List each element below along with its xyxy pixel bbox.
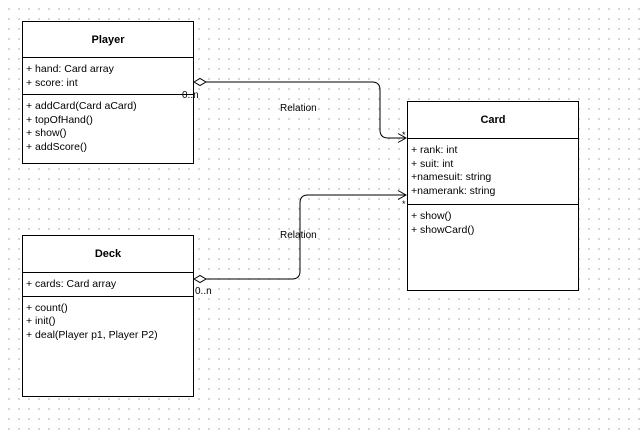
arrowhead-deck-card: [397, 190, 408, 200]
attribute: +namerank: string: [411, 184, 496, 197]
class-title: Card: [408, 102, 578, 139]
aggregation-diamond-deck: [193, 274, 207, 284]
method: + showCard(): [411, 223, 475, 236]
method: + init(): [26, 315, 56, 327]
class-title: Player: [23, 22, 193, 58]
relation-deck-card-line[interactable]: [206, 194, 405, 280]
attributes-section: + cards: Card array: [23, 273, 193, 297]
arrowhead-player-card: [397, 133, 408, 143]
method: + deal(Player p1, Player P2): [26, 328, 158, 341]
attribute: + score: int: [26, 76, 78, 89]
attribute: +namesuit: string: [411, 171, 492, 183]
method: + count(): [26, 301, 68, 314]
methods-section: + count() + init() + deal(Player p1, Pla…: [23, 297, 193, 347]
method: + addCard(Card aCard): [26, 100, 137, 112]
multiplicity-card-bottom: *: [402, 199, 406, 209]
method: + show(): [26, 127, 67, 139]
relation-label-deck-card: Relation: [280, 230, 317, 241]
multiplicity-card-top: *: [402, 130, 406, 140]
attribute: + rank: int: [411, 144, 458, 156]
multiplicity-deck: 0..n: [195, 286, 212, 297]
attribute: + suit: int: [411, 157, 454, 170]
method: + show(): [411, 210, 452, 222]
class-title: Deck: [23, 236, 193, 273]
attributes-section: + hand: Card array + score: int: [23, 58, 193, 95]
class-deck[interactable]: Deck + cards: Card array + count() + ini…: [22, 235, 194, 397]
method: + topOfHand(): [26, 113, 93, 126]
class-card[interactable]: Card + rank: int + suit: int +namesuit: …: [407, 101, 579, 291]
relation-label-player-card: Relation: [280, 103, 317, 114]
aggregation-diamond-player: [193, 77, 207, 87]
class-player[interactable]: Player + hand: Card array + score: int +…: [22, 21, 194, 164]
multiplicity-player: 0..n: [182, 90, 199, 101]
method: + addScore(): [26, 140, 87, 153]
methods-section: + show() + showCard(): [408, 205, 578, 241]
attribute: + cards: Card array: [26, 278, 117, 290]
attribute: + hand: Card array: [26, 63, 114, 75]
methods-section: + addCard(Card aCard) + topOfHand() + sh…: [23, 95, 193, 158]
relation-player-card-line[interactable]: [206, 81, 405, 139]
attributes-section: + rank: int + suit: int +namesuit: strin…: [408, 139, 578, 205]
